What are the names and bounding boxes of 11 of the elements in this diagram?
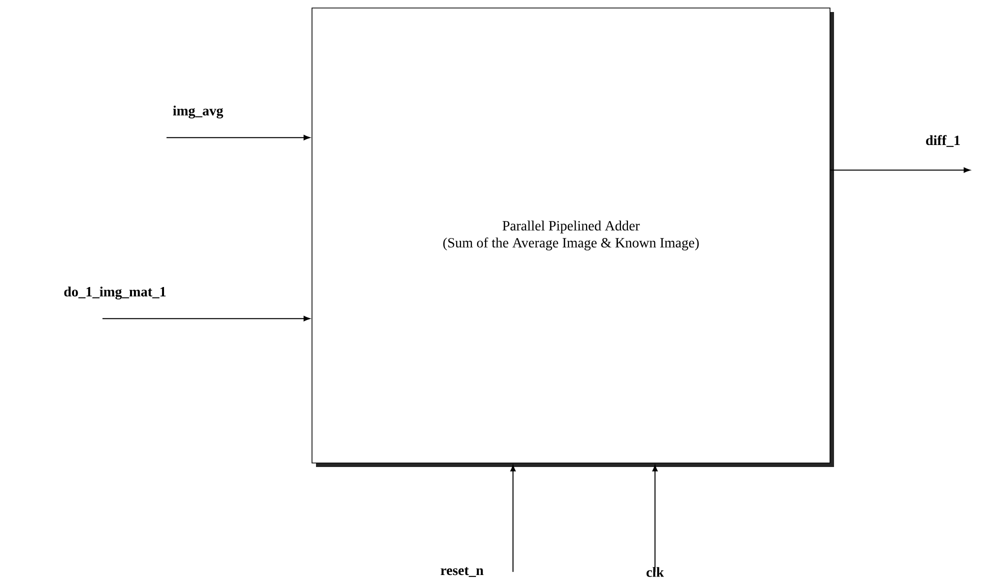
arrow [166,134,310,140]
signal-name: img_avg [173,106,224,118]
arrow [510,464,516,572]
arrow [830,167,970,173]
signal-name: clk [646,567,664,577]
signal-name: reset_n [440,567,484,577]
signal-name: diff_1 [926,135,960,147]
adder-block: Parallel Pipelined Adder (Sum of the Average Image & Known Image) [312,8,834,467]
signal-name: do_1_img_mat_1 [64,286,166,300]
arrow [102,316,310,322]
arrow [652,464,658,572]
